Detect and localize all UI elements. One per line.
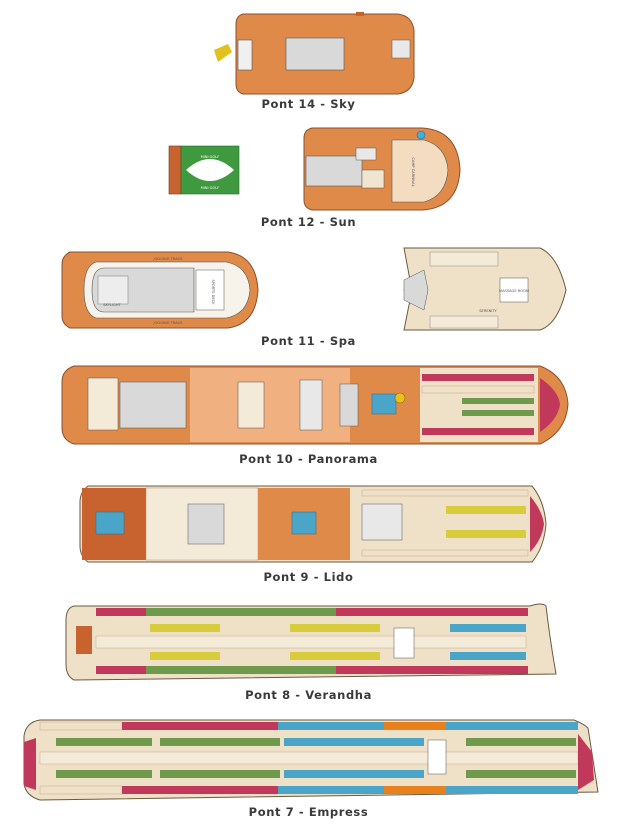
deck-7-cabins-red-top <box>122 722 278 730</box>
jogging-track-label-bottom: JOGGING TRACK <box>153 321 184 325</box>
deck-7-cabins-blue-mid-bottom <box>284 770 424 778</box>
deck-9-drawing <box>79 485 547 563</box>
deck-7-corridor <box>39 751 579 765</box>
sports-deck-area <box>195 269 225 311</box>
massage-room-label: MASSAGE ROOM <box>499 289 529 293</box>
deck-10-cabins-red-top <box>422 374 534 381</box>
deck-9-aft-pool <box>95 511 125 535</box>
deck-10-aft-pool <box>119 381 187 429</box>
deck-9-cabins-top <box>361 489 529 497</box>
deck-10-label: Pont 10 - Panorama <box>239 452 378 466</box>
deck-10-aft-lounge <box>87 377 119 431</box>
deck-10-cabins-green-bottom <box>462 410 534 416</box>
deck-7-aft-suites <box>24 738 36 790</box>
deck-7-cabins-green-top <box>56 738 152 746</box>
deck-9-cabins-yellow-top <box>446 506 526 514</box>
deck-8-cabins-blue-bottom <box>450 652 526 660</box>
deck-7-cabins-green-fwd-top <box>466 738 576 746</box>
deck-10-stair <box>299 379 323 431</box>
deck-9-label: Pont 9 - Lido <box>263 570 354 584</box>
deck-7-cabins-green-mid-top <box>160 738 280 746</box>
deck-10-drawing <box>61 365 569 445</box>
deck-14-stair <box>237 39 253 71</box>
serenity-label: SERENITY <box>479 309 497 313</box>
deck-7-cabins-blue-fwd-bottom <box>446 786 578 794</box>
deck-10-whirlpool <box>371 393 397 415</box>
deck-10-mid-deck <box>190 368 350 442</box>
deck-12-drawing: MINI GOLF MINI GOLF CAMP CARNIVAL <box>168 127 461 211</box>
deck-7-cabins-green-mid-bottom <box>160 770 280 778</box>
deck-11-label: Pont 11 - Spa <box>261 334 356 348</box>
deck-8-cabins-yellow-mid-bottom <box>290 652 380 660</box>
deck-10-cabins-beige-top <box>421 385 535 394</box>
jogging-track-label-top: JOGGING TRACK <box>153 257 184 261</box>
deck-7-cabins-blue-top <box>278 722 384 730</box>
deck-7-cabins-orange-bottom <box>384 786 446 794</box>
spa-entrance <box>403 269 429 311</box>
deck-9-cabins-yellow-bottom <box>446 530 526 538</box>
deck-14-drawing <box>214 12 415 95</box>
deck-8-stair <box>393 627 415 659</box>
deck-12-whirlpool <box>416 130 426 140</box>
deck-14-vent <box>356 12 364 16</box>
deck-14-center-area <box>285 37 345 71</box>
sports-deck-label: SPORTS DECK <box>211 279 215 305</box>
spa-rooms-top <box>429 251 499 267</box>
deck-9-bow-suites <box>530 496 544 552</box>
camp-carnival-area <box>391 139 449 203</box>
deck-7-cabins-blue-mid-top <box>284 738 424 746</box>
mini-golf-label-bottom: MINI GOLF <box>201 186 220 190</box>
deck-11-drawing: JOGGING TRACK JOGGING TRACK SKYLIGHT SPO… <box>61 247 567 331</box>
deck-7-cabins-green-fwd-bottom <box>466 770 576 778</box>
mini-golf-area: MINI GOLF MINI GOLF <box>168 145 240 195</box>
deck-8-cabins-blue-top <box>450 624 526 632</box>
deck-7-stair <box>427 739 447 775</box>
deck-8-corridor <box>95 635 527 649</box>
deck-12-pool-area <box>305 155 363 187</box>
deck-14-label: Pont 14 - Sky <box>261 97 356 111</box>
deck-7-label: Pont 7 - Empress <box>248 805 369 819</box>
deck-12-room <box>361 169 385 189</box>
deck-7-cabins-blue-fwd-top <box>446 722 578 730</box>
skylight-frame <box>97 275 129 305</box>
deck-14-slide <box>214 44 232 62</box>
deck-10-bow-suites <box>540 378 560 432</box>
deck-8-drawing <box>65 603 557 681</box>
skylight-label: SKYLIGHT <box>103 303 121 307</box>
deck-12-label: Pont 12 - Sun <box>260 215 357 229</box>
deck-9-cabins-bottom <box>361 549 529 557</box>
deck-7-cabins-orange-top <box>384 722 446 730</box>
mini-golf-label-top: MINI GOLF <box>201 155 220 159</box>
deck-10-cabins-green-top <box>462 398 534 404</box>
deck-9-stair <box>361 503 403 541</box>
deck-7-cabins-green-bottom <box>56 770 152 778</box>
deck-8-cabins-yellow-left-bottom <box>150 652 220 660</box>
deck-10-cabins-red-bottom <box>422 428 534 435</box>
deck-9-mid-pool <box>291 511 317 535</box>
deck-12-stair <box>355 147 377 161</box>
deck-9-buffet-center <box>187 503 225 545</box>
deck-7-cabins-beige-top <box>39 721 123 731</box>
deck-8-label: Pont 8 - Verandha <box>245 688 372 702</box>
deck-8-aft-balcony <box>76 626 92 654</box>
spa-rooms-bottom <box>429 315 499 329</box>
deck-8-cabins-yellow-left-top <box>150 624 220 632</box>
deck-7-bow-suites <box>578 734 594 790</box>
deck-10-fwd-pool <box>339 383 359 427</box>
deck-7-cabins-blue-bottom <box>278 786 384 794</box>
deck-11-fwd-outline <box>403 247 567 331</box>
deck-14-grid-area <box>391 39 411 59</box>
deck-10-bar <box>237 381 265 429</box>
camp-carnival-label: CAMP CARNIVAL <box>411 157 415 186</box>
massage-room-area <box>499 277 529 303</box>
deck-8-cabins-green-bottom <box>146 666 336 674</box>
deck-8-cabins-yellow-mid-top <box>290 624 380 632</box>
deck-8-cabins-green-top <box>146 608 336 616</box>
deck-7-cabins-red-bottom <box>122 786 278 794</box>
deck-7-cabins-beige-bottom <box>39 785 123 795</box>
deck-10-marker-icon <box>394 392 406 404</box>
